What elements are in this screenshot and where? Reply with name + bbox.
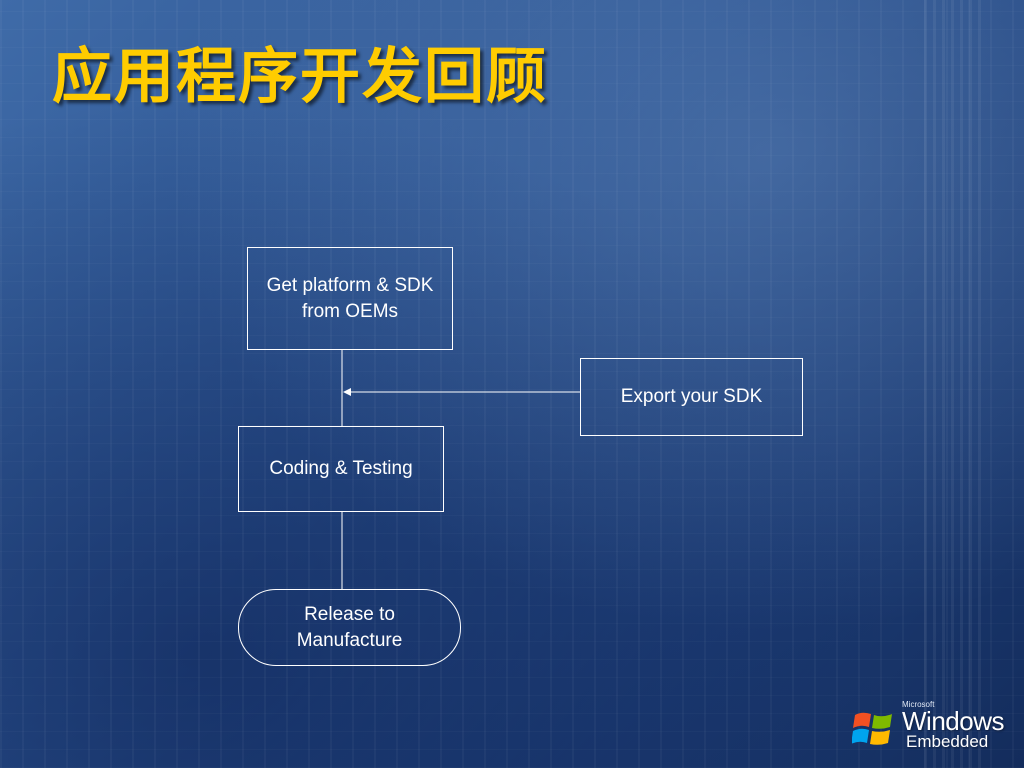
windows-flag-icon [852,712,892,745]
logo-windows-text: Windows [902,706,1004,736]
step-get-platform-sdk: Get platform & SDK from OEMs [247,247,453,350]
step-release-to-manufacture: Release to Manufacture [238,589,461,666]
step-release-line1: Release to [304,603,395,625]
step-coding-testing-label: Coding & Testing [269,458,413,479]
step-export-sdk: Export your SDK [580,358,803,436]
background-stripes [924,0,984,768]
slide-title: 应用程序开发回顾 [52,42,548,112]
step-coding-testing: Coding & Testing [238,426,444,512]
connector-arrowhead [343,388,351,396]
step-export-sdk-label: Export your SDK [620,386,763,407]
logo-embedded-text: Embedded [906,732,989,751]
step-get-platform-sdk-line2: from OEMs [301,300,399,322]
windows-embedded-logo: Microsoft Windows Embedded [852,700,1012,756]
logo-microsoft-text: Microsoft [902,700,935,709]
step-release-line2: Manufacture [296,629,403,651]
step-get-platform-sdk-line1: Get platform & SDK [266,274,434,296]
